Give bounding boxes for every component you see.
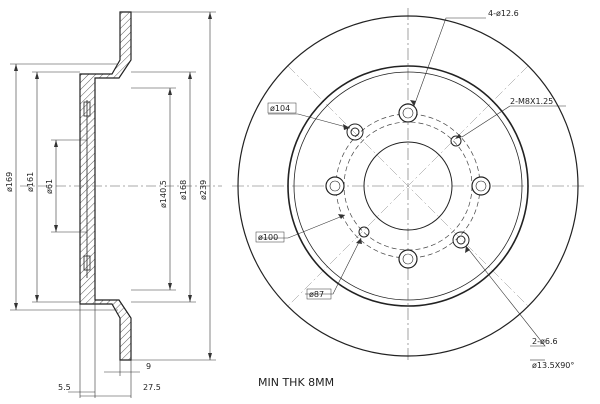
dim-d61: ø61 — [45, 179, 54, 194]
dim-d169: ø169 — [5, 172, 14, 192]
thread-hole-upper-right — [450, 135, 462, 147]
center-bore — [363, 141, 453, 231]
friction-ring-inner — [287, 65, 529, 307]
hub-hole-top — [83, 101, 91, 117]
front-view: 4-ø12.6 2-M8X1.25 ø104 ø100 ø87 2-ø6.6 ø… — [232, 8, 585, 370]
callout-threads: 2-M8X1.25 — [510, 97, 553, 106]
dim-width-5-5: 5.5 — [58, 383, 71, 392]
callout-d100: ø100 — [258, 233, 278, 242]
bolt-hole-left — [325, 176, 345, 196]
bolt-hole-bottom — [398, 249, 418, 269]
side-section-view: ø169 ø161 ø61 ø140.5 ø168 ø239 9 5.5 27.… — [5, 11, 222, 398]
callout-4-holes: 4-ø12.6 — [488, 9, 519, 18]
hat-outer-circle — [293, 71, 523, 301]
min-thickness-note: MIN THK 8MM — [258, 376, 334, 389]
thread-hole-lower-left — [358, 226, 370, 238]
countersink-hole-lower-right — [452, 231, 470, 249]
callout-d104: ø104 — [270, 104, 290, 113]
callout-d87: ø87 — [309, 290, 324, 299]
hub-hole-bottom — [83, 255, 91, 271]
dim-d161: ø161 — [26, 172, 35, 192]
bolt-hole-top — [398, 103, 418, 123]
disc-outer-edge — [237, 15, 579, 357]
callout-countersink: ø13.5X90° — [532, 361, 574, 370]
dim-d239: ø239 — [199, 180, 208, 200]
dim-width-27-5: 27.5 — [143, 383, 161, 392]
callout-2-holes: 2-ø6.6 — [532, 337, 558, 346]
countersink-hole-upper-left — [346, 123, 364, 141]
dim-d140-5: ø140.5 — [159, 180, 168, 208]
front-diag-line-2 — [287, 65, 529, 307]
bolt-hole-right — [471, 176, 491, 196]
dim-width-9: 9 — [146, 362, 151, 371]
dim-d168: ø168 — [179, 180, 188, 200]
